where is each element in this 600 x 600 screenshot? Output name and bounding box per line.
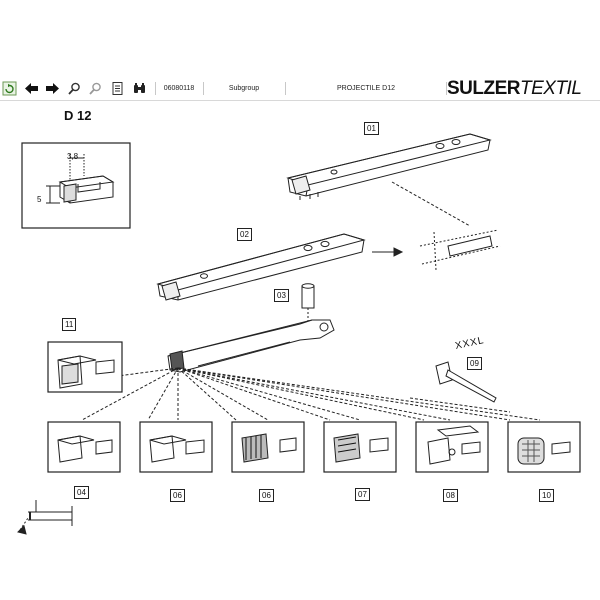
toolbar-title: PROJECTILE D12	[285, 82, 447, 95]
callout-09: 09	[467, 357, 482, 370]
exploded-diagram	[17, 133, 581, 535]
detail-10	[507, 421, 581, 473]
detail-04	[47, 421, 121, 473]
callout-06a: 06	[170, 489, 185, 502]
part-projectile-middle	[156, 233, 366, 301]
brand-logo: SULZERTEXTIL	[447, 78, 582, 99]
callout-11: 11	[62, 318, 77, 331]
callout-06b: 06	[259, 489, 274, 502]
detail-inset	[21, 142, 131, 229]
page-title: D 12	[64, 108, 92, 123]
part-screw	[435, 361, 497, 403]
part-tool	[167, 319, 335, 373]
inset-dim-height: 5	[37, 195, 42, 204]
callout-08: 08	[443, 489, 458, 502]
callout-04: 04	[74, 486, 89, 499]
detail-11	[47, 341, 123, 393]
engraving-detail	[419, 229, 501, 271]
detail-08	[415, 421, 489, 473]
leader-lines	[81, 367, 541, 421]
arrow-left-icon[interactable]	[24, 81, 39, 96]
binoculars-icon[interactable]	[132, 81, 147, 96]
subgroup-label: Subgroup	[203, 82, 284, 95]
detail-07	[323, 421, 397, 473]
callout-10: 10	[539, 489, 554, 502]
callout-03: 03	[274, 289, 289, 302]
inset-dim-width: 3,8	[67, 152, 79, 161]
zoom-in-icon[interactable]	[67, 81, 82, 96]
callout-07: 07	[355, 488, 370, 501]
part-pin	[301, 283, 315, 328]
detail-06a	[139, 421, 213, 473]
detail-06b	[231, 421, 305, 473]
toolbar: 06080118 Subgroup PROJECTILE D12 SULZERT…	[0, 78, 600, 101]
refresh-icon[interactable]	[2, 81, 17, 96]
callout-02: 02	[237, 228, 252, 241]
callout-01: 01	[364, 122, 379, 135]
list-icon[interactable]	[110, 81, 125, 96]
zoom-out-icon[interactable]	[88, 81, 103, 96]
arrow-right-icon[interactable]	[45, 81, 60, 96]
section-diagram	[17, 500, 73, 535]
part-number: 06080118	[155, 82, 202, 95]
part-projectile-top	[286, 133, 492, 200]
